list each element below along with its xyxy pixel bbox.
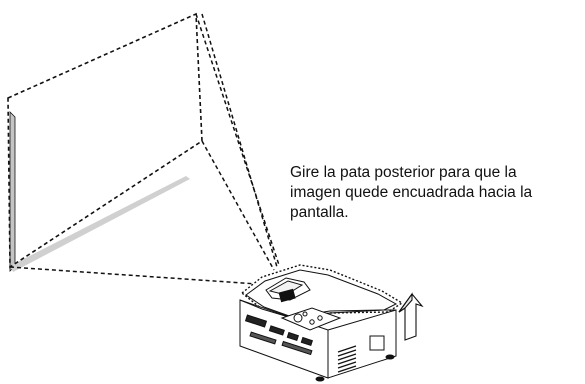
instruction-line-2: imagen quede encuadrada hacia la [290, 184, 533, 201]
projection-screen [7, 12, 203, 269]
projection-beam [9, 13, 280, 286]
instruction-line-3: pantalla. [290, 204, 349, 221]
screen-bottom-edge [10, 176, 190, 272]
rotate-arrow-icon [398, 292, 424, 341]
screen-edge [9, 111, 16, 272]
projector-icon [239, 264, 404, 382]
instruction-text: Gire la pata posterior para que la image… [290, 163, 580, 223]
instruction-line-1: Gire la pata posterior para que la [290, 164, 517, 181]
